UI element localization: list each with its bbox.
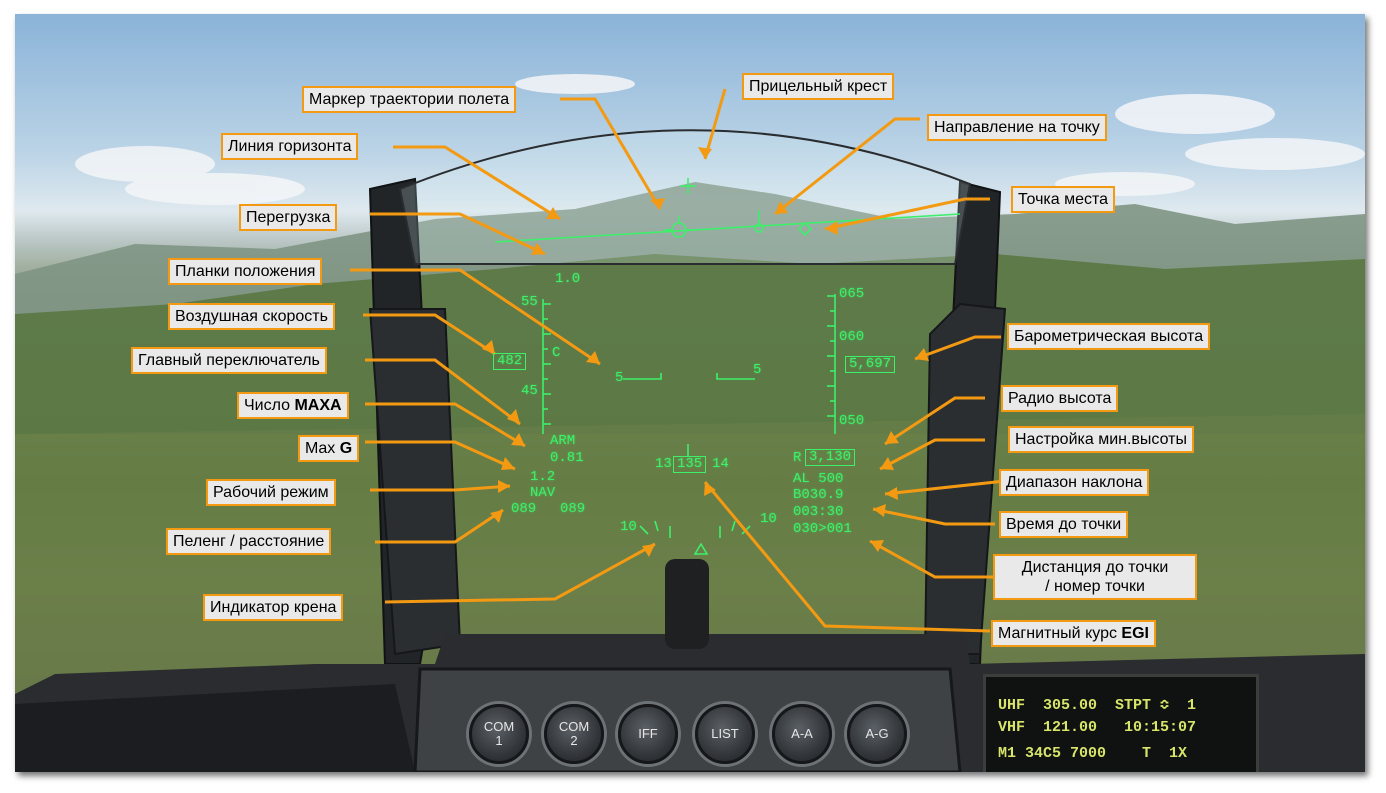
hud-mount-post [665, 559, 709, 649]
icp-button-com1-line2: 1 [495, 733, 503, 748]
steerpoint-direction-marker [754, 210, 764, 233]
callout-horizon-line: Линия горизонта [221, 133, 359, 160]
callout-radar-altitude: Радио высота [1001, 385, 1119, 412]
callout-airspeed: Воздушная скорость [168, 303, 335, 330]
hud-time-to-go: 003:30 [793, 504, 844, 520]
callout-steerpoint-marker: Точка места [1011, 186, 1116, 213]
callout-alow-setting: Настройка мин.высоты [1008, 426, 1194, 453]
gun-cross [680, 178, 696, 194]
flight-path-marker [664, 216, 694, 238]
altitude-scale [827, 294, 836, 434]
hud-speed-tick-45: 45 [521, 383, 538, 399]
hud-bank-left: 10 [620, 519, 637, 535]
callout-leaders [350, 88, 1006, 633]
callout-heading-bold: EGI [1121, 625, 1149, 642]
callout-heading-prefix: Магнитный курс [998, 625, 1117, 642]
ded-line-1: UHF 305.00 STPT ≎ 1 [998, 697, 1197, 714]
hud-bank-right: 10 [760, 511, 777, 527]
icp-button-a-g-label: A-G [865, 726, 889, 741]
icp-button-a-a-label: A-A [791, 726, 813, 741]
icp-button-iff-label: IFF [638, 726, 658, 741]
icp-button-com2-line2: 2 [570, 733, 578, 748]
airspeed-scale [542, 299, 551, 434]
callout-flight-path-marker: Маркер траектории полета [302, 86, 517, 113]
callout-time-to-steerpoint: Время до точки [999, 511, 1129, 538]
callout-mach-bold: МАХА [294, 397, 342, 414]
hud-distance-stpt: 030>001 [793, 521, 852, 537]
hud-speed-tick-55: 55 [521, 294, 538, 310]
callout-distance-line1: Дистанция до точки [1021, 559, 1169, 576]
cockpit-scene: 1.0 55 482 C 45 5 5 065 060 5,697 050 AR… [15, 14, 1365, 772]
hud-bearing: 089 [511, 501, 537, 517]
hud-max-g: 1.2 [530, 469, 556, 485]
hud-radar-alt-box: 3,130 [805, 449, 856, 466]
callout-master-mode: Главный переключатель [131, 347, 327, 374]
icp-button-list-label: LIST [711, 726, 739, 741]
callout-max-g: Max G [298, 435, 360, 462]
hud-alt-tick-050: 050 [839, 413, 865, 429]
horizon-line [494, 213, 961, 243]
icp-button-com1-line1: COM [483, 719, 515, 734]
hud-g-value: 1.0 [555, 271, 581, 287]
clouds [75, 74, 1365, 205]
callout-magnetic-heading: Магнитный курс EGI [991, 620, 1156, 647]
hud-speed-c-marker: C [552, 345, 561, 361]
hud-mode: NAV [530, 485, 556, 501]
hud-heading-right: 14 [712, 456, 729, 472]
hud-pitch-left-label: 5 [615, 370, 624, 386]
hud-altitude-box: 5,697 [845, 356, 896, 373]
hud-alt-tick-060: 060 [839, 329, 865, 345]
callout-arrowheads [482, 147, 929, 557]
icp-button-list[interactable]: LIST [695, 704, 755, 764]
pitch-ladder [623, 373, 755, 380]
hud-pitch-right-label: 5 [753, 362, 762, 378]
callout-gun-cross: Прицельный крест [742, 73, 895, 100]
screenshot-frame: 1.0 55 482 C 45 5 5 065 060 5,697 050 AR… [15, 14, 1365, 772]
ded-line-3: M1 34C5 7000 T 1X [998, 745, 1188, 762]
callout-max-g-bold: G [339, 440, 353, 457]
hud-airspeed-box: 482 [493, 353, 527, 370]
icp-button-a-g[interactable]: A-G [847, 704, 907, 764]
callout-steerpoint-direction: Направление на точку [927, 114, 1107, 141]
callout-slant-range: Диапазон наклона [999, 469, 1150, 496]
hud-combiner [398, 129, 972, 265]
hud-radar-alt-prefix: R [793, 450, 802, 466]
cockpit-graphics [15, 74, 1365, 772]
ded-display: UHF 305.00 STPT ≎ 1 VHF 121.00 10:15:07 … [983, 674, 1259, 772]
icp-button-iff[interactable]: IFF [618, 704, 678, 764]
steerpoint-diamond [797, 221, 813, 237]
callout-bearing-range: Пеленг / расстояние [166, 528, 332, 555]
hud-slant-range: B030.9 [793, 487, 844, 503]
callout-mach-prefix: Число [244, 397, 291, 414]
hud-range: 089 [560, 501, 586, 517]
hud-master-mode: ARM [550, 433, 576, 449]
callout-max-g-prefix: Max [305, 440, 336, 457]
ded-line-2: VHF 121.00 10:15:07 [998, 719, 1197, 736]
icp-button-a-a[interactable]: A-A [772, 704, 832, 764]
callout-distance-line2: / номер точки [1045, 578, 1145, 595]
callout-baro-altitude: Барометрическая высота [1007, 323, 1211, 350]
hud-heading-left: 13 [655, 456, 672, 472]
hud-mach: 0.81 [550, 450, 584, 466]
callout-bank-indicator: Индикатор крена [203, 594, 344, 621]
hud-alt-tick-065: 065 [839, 286, 865, 302]
callout-g-load: Перегрузка [239, 204, 338, 231]
icp-button-com2-line1: COM [558, 719, 590, 734]
left-console [15, 684, 415, 772]
callout-mach: Число МАХА [237, 392, 349, 419]
hud-alow: AL 500 [793, 471, 844, 487]
callout-pitch-ladder: Планки положения [168, 258, 323, 285]
hud-heading-box: 135 [673, 456, 707, 473]
callout-operating-mode: Рабочий режим [206, 479, 336, 506]
callout-distance-steerpoint: Дистанция до точки / номер точки [993, 554, 1197, 600]
